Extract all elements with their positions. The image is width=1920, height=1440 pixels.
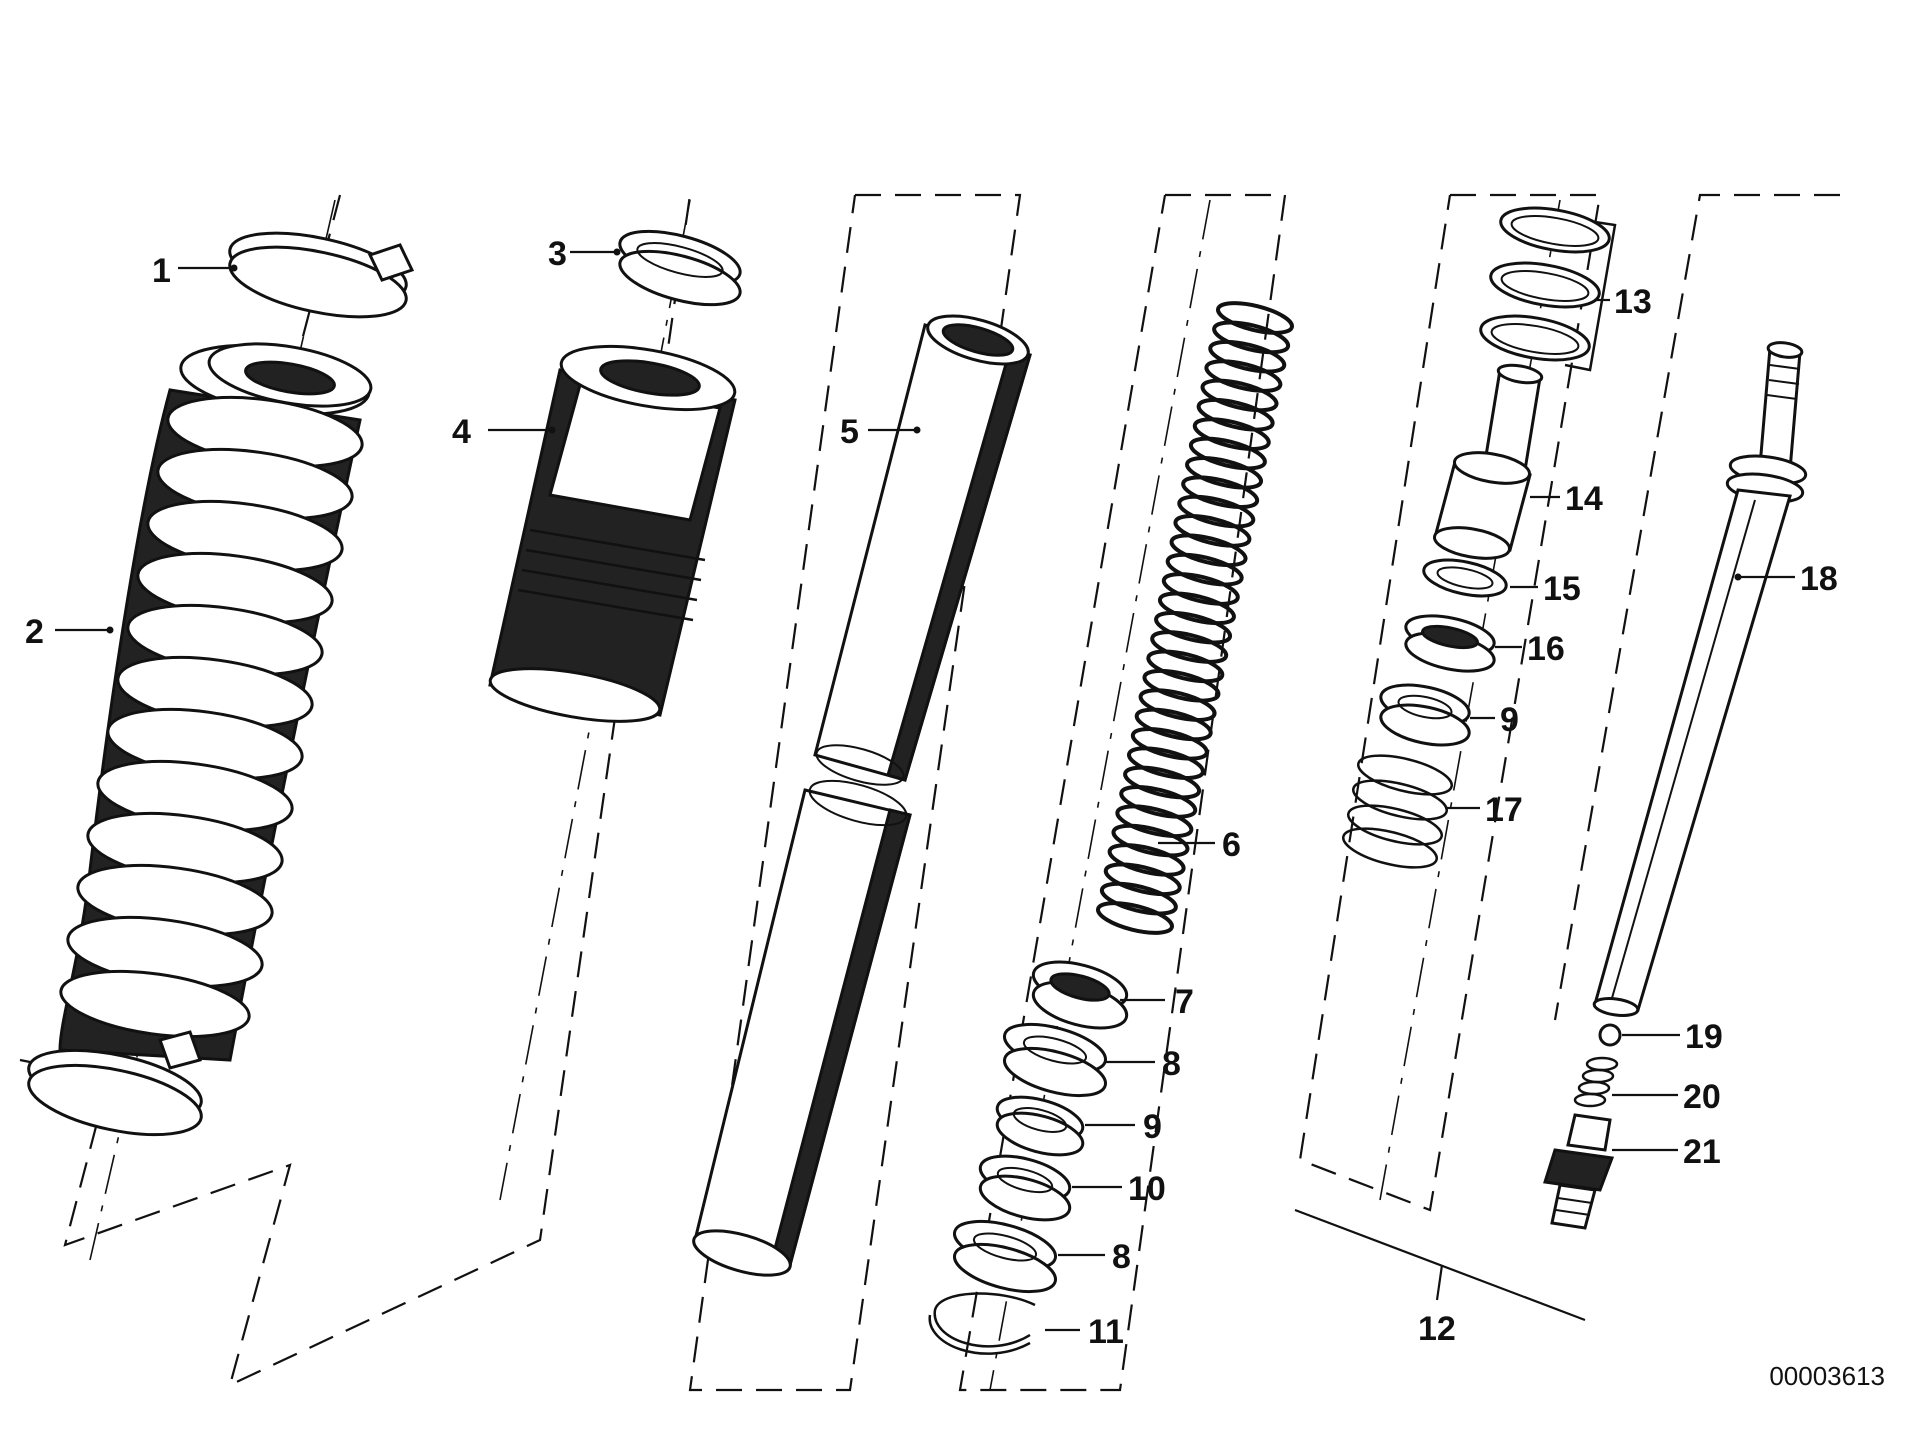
part-washer-9-upper (1379, 683, 1471, 747)
part-washer-15 (1422, 558, 1508, 598)
spring-coil (1142, 668, 1221, 703)
part-damper-rod (1592, 341, 1808, 1017)
part-spring-17 (1342, 754, 1453, 869)
spring-coil (1204, 359, 1283, 393)
callout-10: 10 (1128, 1170, 1166, 1208)
spring-coil (1181, 475, 1260, 510)
spring-coil (1150, 630, 1229, 664)
spring-coil (1111, 823, 1190, 858)
spring-coil (1103, 862, 1182, 897)
spring-coil (1173, 514, 1252, 548)
spring-coil (1165, 552, 1244, 587)
callout-labels: 1 2 3 4 5 6 7 8 9 10 8 11 12 13 14 15 16… (25, 235, 1838, 1351)
callout-18: 18 (1800, 560, 1838, 598)
part-rings-13 (1479, 206, 1617, 372)
part-dust-cover (488, 344, 737, 723)
callout-17: 17 (1485, 791, 1523, 829)
callout-4: 4 (452, 413, 471, 451)
spring-coil (1115, 804, 1194, 839)
callout-3: 3 (548, 235, 567, 273)
spring-coil (1216, 301, 1294, 335)
spring-coil (1185, 456, 1264, 490)
spring-coil (1161, 572, 1240, 606)
part-seat-16 (1404, 614, 1496, 673)
spring-coil (1200, 378, 1279, 413)
callout-21: 21 (1683, 1133, 1721, 1171)
callout-2: 2 (25, 613, 44, 651)
part-spring (1096, 301, 1294, 935)
spring-coil (1096, 901, 1174, 935)
callout-9-lower: 9 (1143, 1108, 1162, 1146)
spring-coil (1192, 417, 1271, 451)
spring-coil (1196, 397, 1275, 432)
callout-1: 1 (152, 252, 171, 290)
callout-5: 5 (840, 413, 859, 451)
part-valve-group (1543, 1023, 1622, 1230)
part-damper-group (1342, 206, 1617, 869)
part-hose-clamp-top (228, 231, 415, 319)
callout-16: 16 (1527, 630, 1565, 668)
document-number: 00003613 (1769, 1361, 1885, 1391)
spring-coil (1126, 746, 1205, 780)
spring-coil (1134, 707, 1213, 742)
spring-coil (1123, 765, 1202, 800)
spring-coil (1188, 436, 1267, 471)
callout-14: 14 (1565, 480, 1603, 518)
spring-coil (1177, 494, 1256, 529)
part-fork-tube (692, 314, 1032, 1277)
part-washer-9-lower (995, 1095, 1085, 1157)
part-valve-21 (1543, 1113, 1615, 1230)
part-circlip-11 (928, 1292, 1036, 1355)
spring-coil (1119, 785, 1198, 819)
spring-coil (1099, 881, 1178, 916)
leader-lines (19, 248, 1795, 1332)
spring-coil (1212, 320, 1291, 355)
spring-coil (1157, 591, 1236, 626)
part-ring-top (618, 229, 742, 307)
spring-coil (1138, 688, 1217, 722)
spring-coil (1208, 339, 1287, 374)
group-bracket-12 (1294, 1208, 1586, 1322)
part-seal-10 (978, 1154, 1072, 1222)
part-threaded-ring-8-lower (953, 1219, 1057, 1294)
part-bellows (58, 342, 373, 1062)
callout-13: 13 (1614, 283, 1652, 321)
callout-9-upper: 9 (1500, 701, 1519, 739)
callout-12: 12 (1418, 1310, 1456, 1348)
part-piston-14 (1432, 363, 1544, 560)
callout-20: 20 (1683, 1078, 1721, 1116)
callout-15: 15 (1543, 570, 1581, 608)
callout-11: 11 (1088, 1313, 1124, 1351)
spring-coil (1169, 533, 1248, 568)
callout-6: 6 (1222, 826, 1241, 864)
part-small-spring-20 (1573, 1056, 1619, 1108)
callout-8-lower: 8 (1112, 1238, 1131, 1276)
callout-7: 7 (1175, 983, 1194, 1021)
part-bushing-7 (1031, 960, 1129, 1030)
callout-8-upper: 8 (1162, 1045, 1181, 1083)
spring-coil (1130, 726, 1209, 761)
spring-coil (1154, 610, 1233, 645)
callout-19: 19 (1685, 1018, 1723, 1056)
part-hose-clamp-bottom (27, 1030, 203, 1137)
part-threaded-ring-8-upper (1003, 1022, 1107, 1098)
spring-coil (1146, 649, 1225, 684)
part-lower-stack (928, 960, 1129, 1355)
spring-coil (1107, 843, 1186, 877)
